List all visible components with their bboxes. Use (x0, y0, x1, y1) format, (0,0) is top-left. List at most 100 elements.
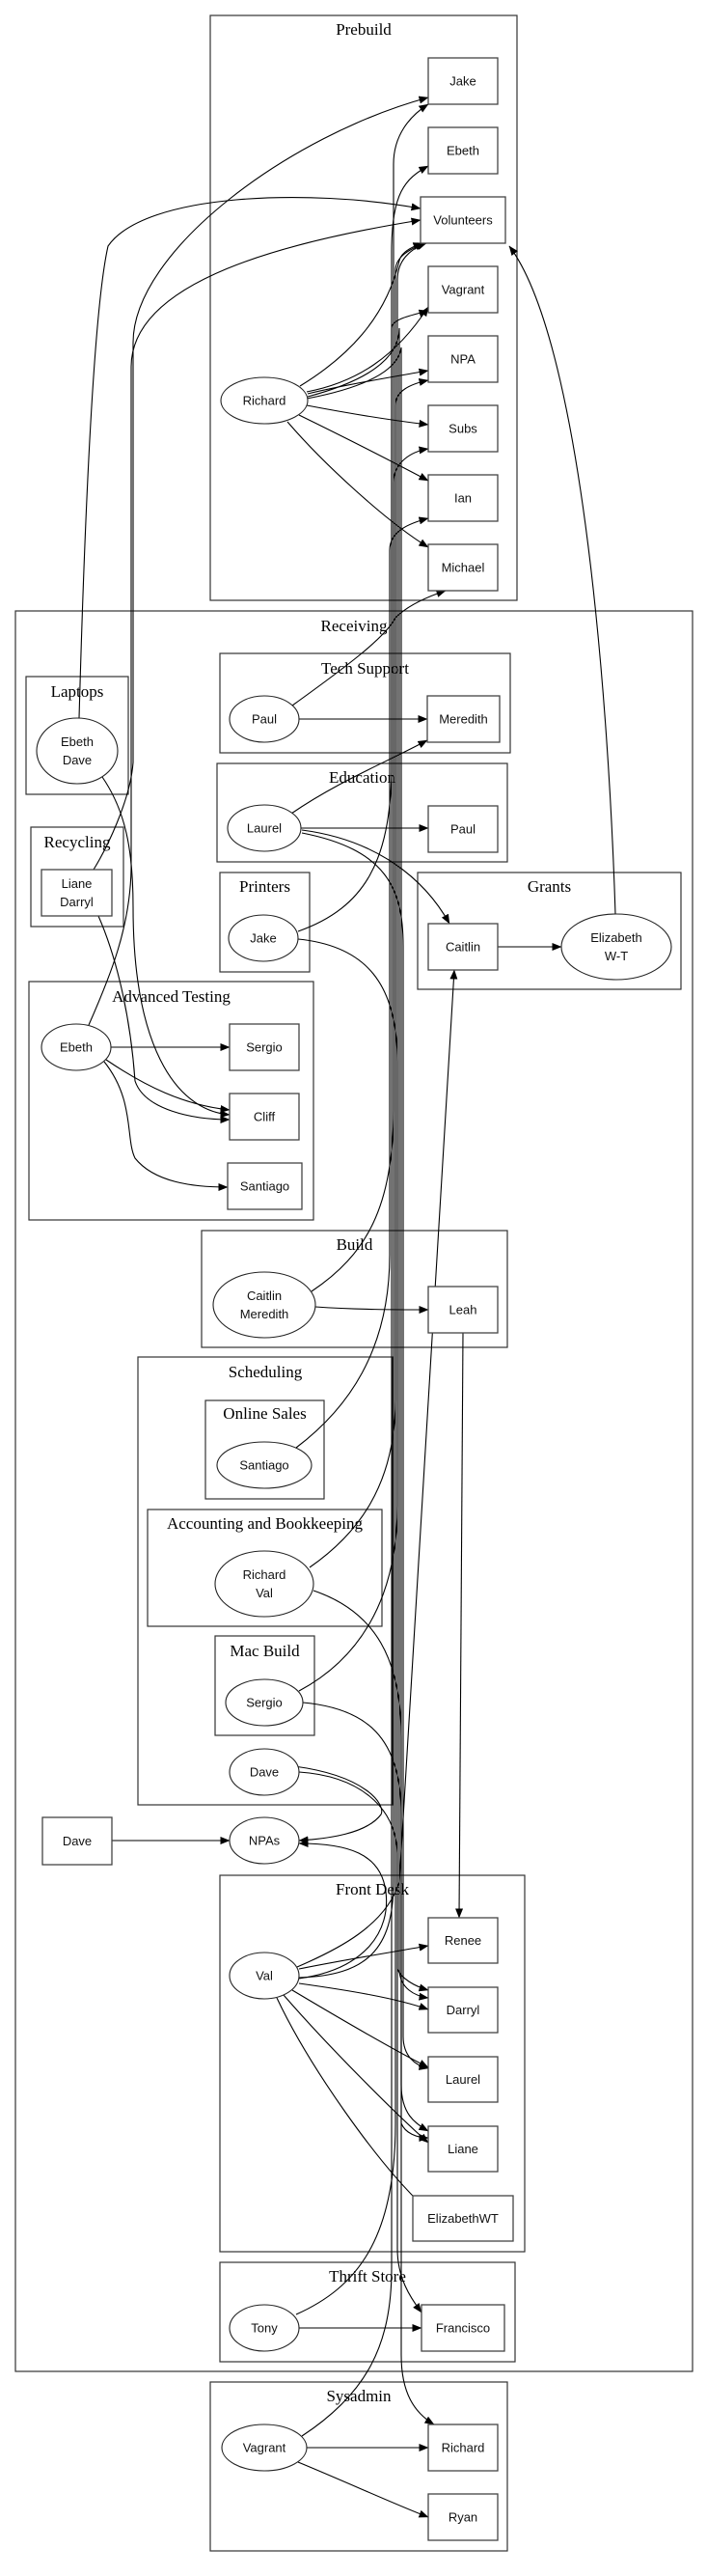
node-box-shape[interactable] (41, 869, 113, 917)
node-box-shape[interactable] (427, 2424, 499, 2472)
node-box-shape[interactable] (420, 196, 506, 244)
node-th-tony[interactable]: Tony (229, 2304, 300, 2352)
node-rv-dave[interactable]: Dave (41, 1816, 113, 1866)
cluster-online-sales: Online Sales (204, 1399, 325, 1500)
node-ellipse-shape[interactable] (225, 1678, 304, 1727)
node-box-shape[interactable] (426, 695, 501, 743)
node-box-shape[interactable] (427, 1286, 499, 1334)
node-ellipse-shape[interactable] (229, 1748, 300, 1796)
node-box-shape[interactable] (229, 1093, 300, 1141)
node-ts-meredith[interactable]: Meredith (426, 695, 501, 743)
node-box-shape[interactable] (427, 126, 499, 175)
node-at-santiago[interactable]: Santiago (227, 1162, 303, 1210)
node-box-shape[interactable] (412, 2195, 514, 2242)
node-ellipse-shape[interactable] (229, 1952, 300, 2000)
node-ellipse-shape[interactable] (227, 804, 302, 852)
node-pb-npa[interactable]: NPA (427, 335, 499, 383)
node-label: Paul (450, 821, 476, 836)
node-fd-elizabethwt[interactable]: ElizabethWT (412, 2195, 514, 2242)
node-label: Caitlin (247, 1288, 282, 1303)
edge-mb-sergio-to-fd-liane (302, 1702, 429, 2142)
edge-pr-jake-to-pb-ebeth (297, 165, 429, 932)
node-ed-paul[interactable]: Paul (427, 805, 499, 853)
node-ts-paul[interactable]: Paul (229, 695, 300, 743)
node-pb-volunteers[interactable]: Volunteers (420, 196, 506, 244)
node-fd-liane[interactable]: Liane (427, 2125, 499, 2173)
node-ellipse-shape[interactable] (216, 1441, 313, 1489)
node-box-shape[interactable] (427, 543, 499, 592)
node-box-shape[interactable] (427, 57, 499, 105)
node-box-shape[interactable] (427, 2125, 499, 2173)
node-box-shape[interactable] (427, 474, 499, 522)
node-box-shape[interactable] (427, 805, 499, 853)
node-pb-ebeth[interactable]: Ebeth (427, 126, 499, 175)
node-box-shape[interactable] (427, 335, 499, 383)
edge-bd-caitlin-meredith-to-bd-leah (314, 1305, 429, 1314)
node-gr-elizabeth[interactable]: ElizabethW-T (560, 913, 672, 981)
edge-sc-dave-to-fd-darryl (298, 1771, 429, 1992)
node-box-shape[interactable] (427, 2493, 499, 2541)
node-rv-npas[interactable]: NPAs (229, 1816, 300, 1865)
node-ellipse-shape[interactable] (229, 2304, 300, 2352)
node-gr-caitlin[interactable]: Caitlin (427, 923, 499, 971)
node-at-cliff[interactable]: Cliff (229, 1093, 300, 1141)
node-box-shape[interactable] (427, 1986, 499, 2034)
node-th-francisco[interactable]: Francisco (421, 2304, 505, 2352)
node-pr-jake[interactable]: Jake (228, 914, 299, 962)
node-box-shape[interactable] (427, 265, 499, 314)
node-fd-renee[interactable]: Renee (427, 1917, 499, 1964)
cluster-frame (214, 1635, 315, 1736)
edge-pb-richard-to-pb-npa (307, 368, 429, 395)
node-pb-vagrant[interactable]: Vagrant (427, 265, 499, 314)
node-box-shape[interactable] (427, 404, 499, 453)
node-ellipse-shape[interactable] (221, 2424, 308, 2472)
node-ellipse-shape[interactable] (212, 1271, 316, 1339)
edge-ac-richard-val-to-sy-richard (313, 1590, 435, 2425)
node-fd-darryl[interactable]: Darryl (427, 1986, 499, 2034)
node-pb-jake[interactable]: Jake (427, 57, 499, 105)
node-box-shape[interactable] (229, 1023, 300, 1071)
node-os-santiago[interactable]: Santiago (216, 1441, 313, 1489)
node-fd-laurel[interactable]: Laurel (427, 2056, 499, 2103)
node-sy-richard[interactable]: Richard (427, 2424, 499, 2472)
cluster-front-desk: Front Desk (219, 1874, 526, 2253)
node-sy-vagrant[interactable]: Vagrant (221, 2424, 308, 2472)
node-label: ElizabethWT (427, 2211, 499, 2226)
node-at-sergio[interactable]: Sergio (229, 1023, 300, 1071)
node-ellipse-shape[interactable] (560, 913, 672, 981)
node-ellipse-shape[interactable] (41, 1023, 112, 1071)
node-pb-michael[interactable]: Michael (427, 543, 499, 592)
edge-rc-liane-darryl-to-at-cliff (97, 915, 231, 1123)
node-ellipse-shape[interactable] (229, 1816, 300, 1865)
node-ellipse-shape[interactable] (229, 695, 300, 743)
node-ellipse-shape[interactable] (220, 376, 309, 425)
node-ellipse-shape[interactable] (214, 1550, 314, 1618)
cluster-frame (209, 14, 518, 601)
node-box-shape[interactable] (427, 923, 499, 971)
node-mb-sergio[interactable]: Sergio (225, 1678, 304, 1727)
cluster-title: Tech Support (321, 659, 409, 678)
node-box-shape[interactable] (227, 1162, 303, 1210)
node-ellipse-shape[interactable] (228, 914, 299, 962)
node-sc-dave[interactable]: Dave (229, 1748, 300, 1796)
node-bd-leah[interactable]: Leah (427, 1286, 499, 1334)
node-pb-richard[interactable]: Richard (220, 376, 309, 425)
cluster-frame (201, 1230, 508, 1348)
node-ellipse-shape[interactable] (36, 717, 119, 785)
node-box-shape[interactable] (421, 2304, 505, 2352)
node-sy-ryan[interactable]: Ryan (427, 2493, 499, 2541)
node-box-shape[interactable] (427, 2056, 499, 2103)
node-box-shape[interactable] (41, 1816, 113, 1866)
node-box-shape[interactable] (427, 1917, 499, 1964)
node-pb-subs[interactable]: Subs (427, 404, 499, 453)
nodes-layer: JakeEbethVolunteersVagrantNPASubsIanMich… (36, 57, 672, 2541)
node-ed-laurel[interactable]: Laurel (227, 804, 302, 852)
node-fd-val[interactable]: Val (229, 1952, 300, 2000)
node-at-ebeth[interactable]: Ebeth (41, 1023, 112, 1071)
node-pb-ian[interactable]: Ian (427, 474, 499, 522)
